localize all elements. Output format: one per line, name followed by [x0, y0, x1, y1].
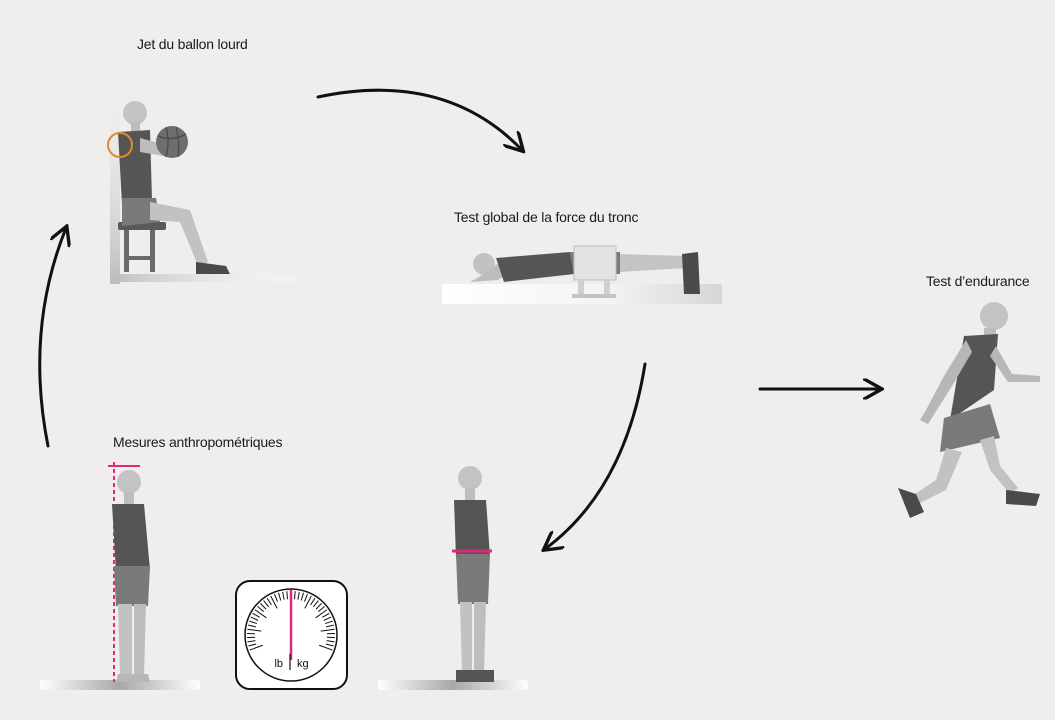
- standing-figure-icon: [454, 466, 494, 682]
- floor: [110, 274, 295, 282]
- scale-unit-lb: lb: [274, 658, 283, 670]
- core-strength-station: [442, 246, 722, 304]
- cycle-arrow-icon: [545, 364, 645, 549]
- waist-measure-station: [378, 466, 528, 690]
- height-measure-station: [40, 462, 200, 690]
- medicine-ball-icon: [156, 126, 188, 158]
- weighing-scale-icon: lb kg: [236, 581, 347, 689]
- label-endurance: Test d’endurance: [926, 273, 1029, 289]
- cycle-arrow-icon: [318, 90, 522, 150]
- wall: [110, 36, 120, 284]
- label-core-strength: Test global de la force du tronc: [454, 209, 638, 225]
- chair-icon: [118, 222, 166, 272]
- cycle-arrow-icon: [40, 228, 66, 446]
- standing-figure-icon: [112, 470, 150, 682]
- floor-plate: [378, 680, 528, 690]
- scale-unit-kg: kg: [297, 658, 309, 670]
- label-medicine-ball: Jet du ballon lourd: [137, 36, 248, 52]
- runner-figure-icon: [898, 302, 1040, 518]
- label-anthropometric: Mesures anthropométriques: [113, 434, 282, 450]
- medicine-ball-station: [108, 36, 295, 284]
